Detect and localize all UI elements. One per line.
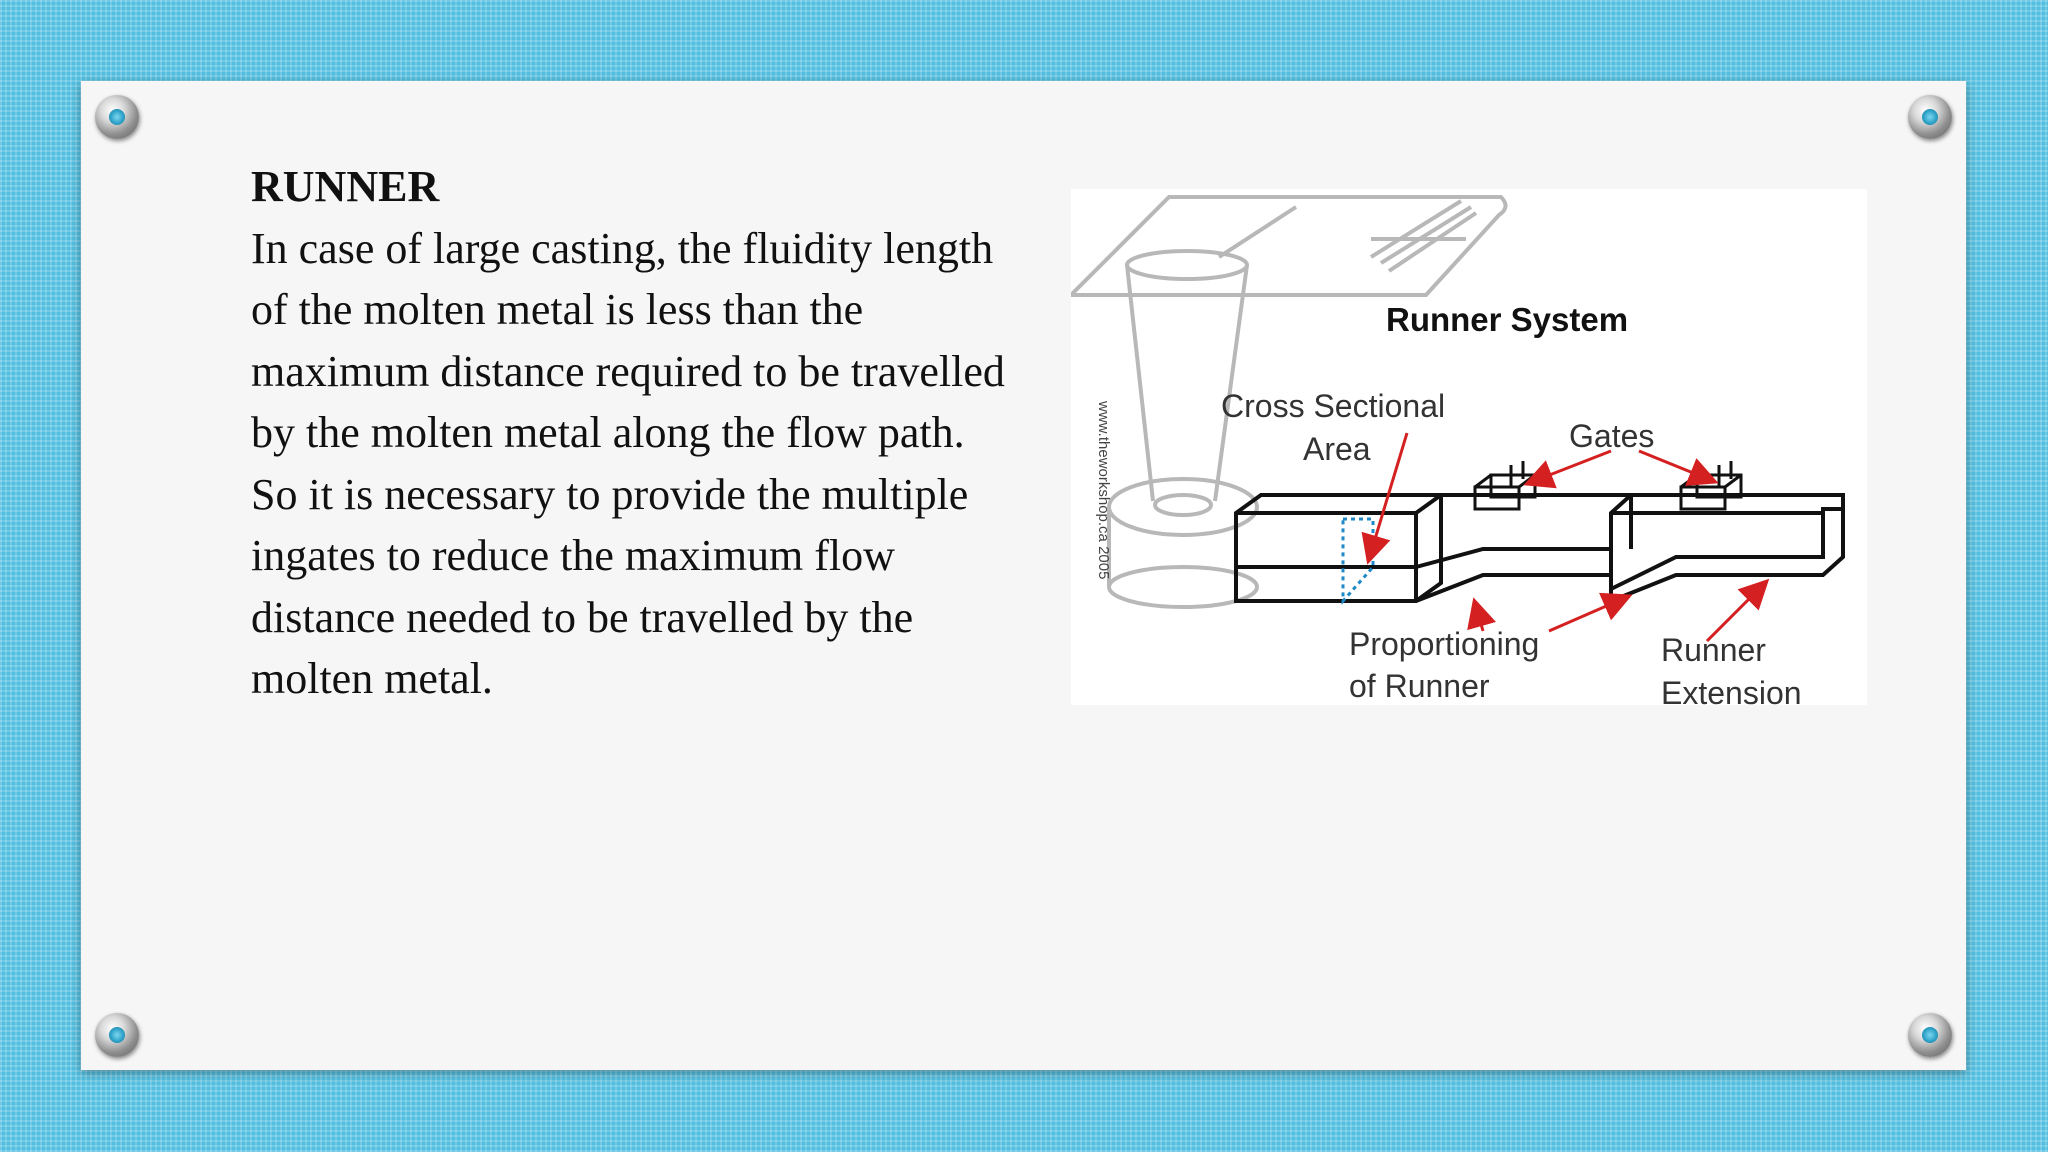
label-proportioning-2: of Runner [1349, 668, 1490, 704]
pin-icon [1908, 95, 1952, 139]
cross-section-area [1341, 517, 1375, 605]
arrows [1361, 432, 1770, 643]
label-cross-section-2: Area [1303, 431, 1371, 467]
slide-body: In case of large casting, the fluidity l… [251, 223, 1005, 704]
figure-title: Runner System [1386, 301, 1628, 338]
label-runner-ext-2: Extension [1661, 675, 1802, 705]
label-proportioning-1: Proportioning [1349, 626, 1539, 662]
pouring-cup [1071, 195, 1508, 609]
slide-text: RUNNER In case of large casting, the flu… [251, 156, 1011, 710]
runner-bars [1234, 493, 1845, 603]
pin-icon [95, 95, 139, 139]
pin-icon [1908, 1013, 1952, 1057]
gates [1473, 461, 1743, 511]
slide-heading: RUNNER [251, 162, 440, 211]
runner-system-diagram: Runner System Cross Sectional Area Gates… [1071, 189, 1867, 705]
label-gates: Gates [1569, 418, 1654, 454]
pin-icon [95, 1013, 139, 1057]
label-runner-ext-1: Runner [1661, 632, 1766, 668]
watermark: www.theworkshop.ca 2005 [1095, 400, 1112, 579]
label-cross-section-1: Cross Sectional [1221, 388, 1445, 424]
